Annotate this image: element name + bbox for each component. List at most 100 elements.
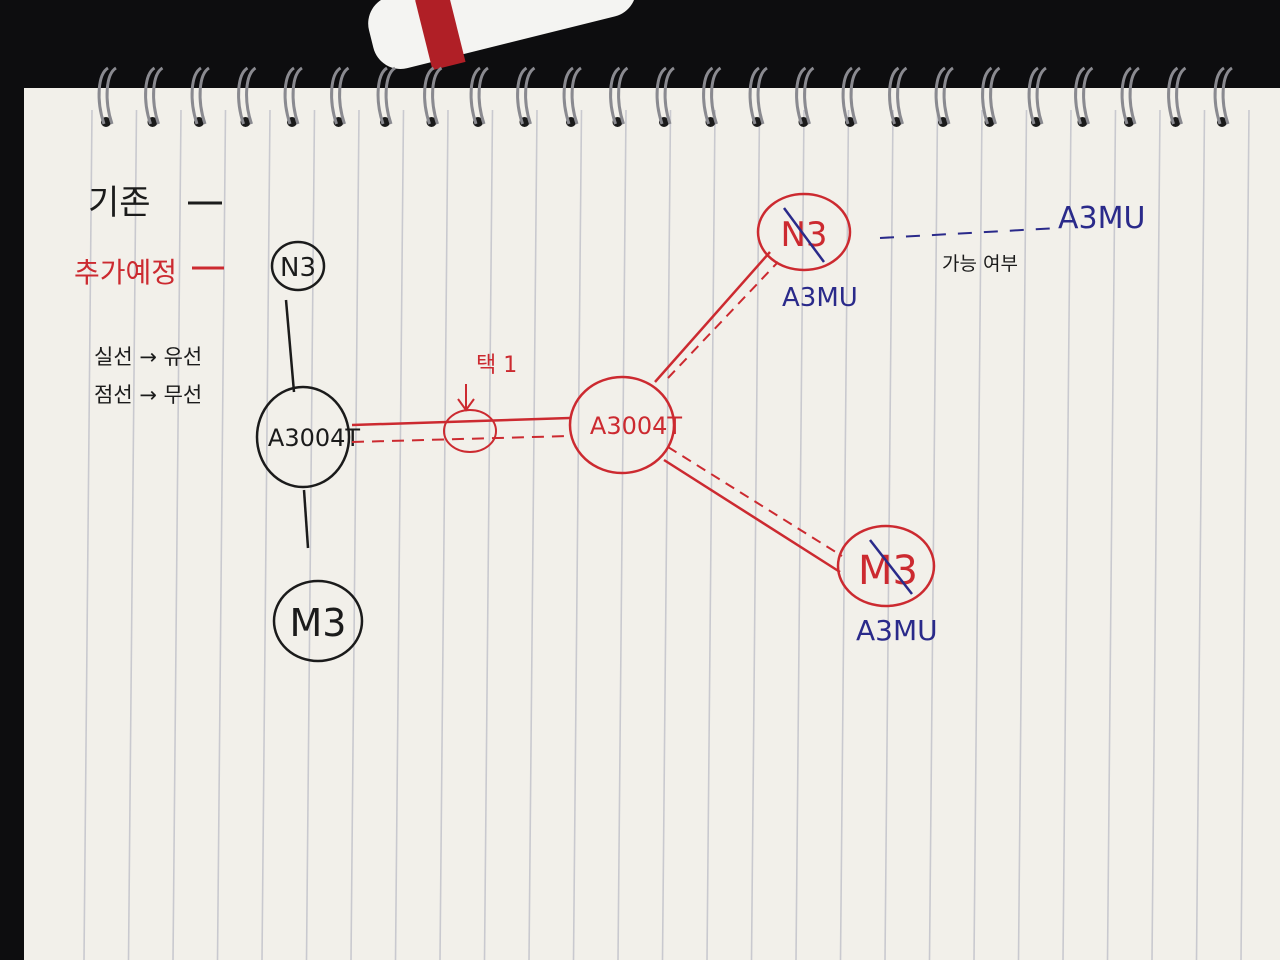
lower-m3-cross (869, 539, 913, 595)
spiral-ring (841, 66, 853, 125)
rule-line (661, 109, 672, 960)
rule-line (1017, 109, 1028, 960)
node-existing-a3004t-label: A3004T (268, 424, 360, 452)
spiral-ring (1074, 66, 1086, 125)
rule-line (394, 109, 405, 960)
rule-line (439, 109, 449, 960)
spiral-ring (198, 66, 210, 125)
spiral-ring (330, 66, 342, 125)
spiral-ring (1120, 66, 1132, 125)
spiral-ring (1175, 66, 1187, 125)
spiral-ring (376, 66, 388, 125)
node-upper-n3 (756, 192, 852, 272)
link-wireless-upper (667, 261, 779, 379)
spiral-ring (655, 66, 667, 125)
rule-line (261, 109, 271, 960)
planned-network: 택 1 A3004T N3 M3 (351, 192, 936, 608)
node-bottom-m3 (272, 579, 364, 663)
node-lower-m3 (836, 524, 936, 608)
rule-line (1106, 109, 1117, 960)
spiral-ring (245, 66, 257, 125)
spiral-ring (152, 66, 164, 125)
rule-line (483, 109, 494, 960)
rule-line (617, 109, 627, 960)
spiral-ring (609, 66, 621, 125)
spiral-ring (803, 66, 815, 125)
rule-line (1062, 109, 1072, 960)
spiral-ring (1221, 66, 1233, 125)
spiral-ring (190, 66, 202, 125)
node-new-a3004t-label: A3004T (590, 412, 682, 440)
rule-line (1195, 109, 1206, 960)
spiral-ring (469, 66, 481, 125)
rule-line (216, 109, 227, 960)
rule-line (127, 109, 138, 960)
junction-circle (443, 409, 497, 453)
node-new-a3004t (568, 375, 676, 475)
link-wired-lower (663, 458, 841, 574)
spiral-ring (283, 66, 295, 125)
spiral-ring (1035, 66, 1047, 125)
link-wired-a3004t-a3004t (351, 416, 571, 427)
rule-line (350, 109, 360, 960)
rule-line (1151, 109, 1161, 960)
rule-line (528, 109, 538, 960)
spiral-ring (97, 66, 109, 125)
spiral-ring (477, 66, 489, 125)
feasibility-note: 가능 여부 (942, 253, 1018, 275)
rule-line (1240, 109, 1250, 960)
legend-existing-label: 기존 (88, 183, 151, 223)
spiral-ring (981, 66, 993, 125)
legend: 기존 추가예정 실선 → 유선 점선 → 무선 (74, 183, 224, 407)
spiral-ring (291, 66, 303, 125)
rule-line (83, 109, 93, 960)
spiral-ring (1082, 66, 1094, 125)
spiral-ring (1128, 66, 1140, 125)
lower-a3mu-label: A3MU (856, 614, 938, 647)
rule-line (884, 109, 894, 960)
rule-line (572, 109, 583, 960)
spiral-ring (663, 66, 675, 125)
spiral-ring (989, 66, 1001, 125)
spiral-ring (617, 66, 629, 125)
spiral-ring (423, 66, 435, 125)
spiral-ring (144, 66, 156, 125)
rule-line (750, 109, 761, 960)
upper-a3mu-label: A3MU (782, 283, 858, 313)
blue-annotations: A3MU A3MU A3MU 가능 여부 (782, 201, 1145, 647)
link-wired-upper (654, 251, 771, 383)
link-a3004t-m3 (302, 489, 310, 549)
wireless-dash-a3mu (879, 227, 1059, 239)
spiral-ring (384, 66, 396, 125)
rule-line (795, 109, 805, 960)
spiral-ring (849, 66, 861, 125)
spiral-ring (710, 66, 722, 125)
link-n3-a3004t (284, 299, 296, 393)
node-top-n3-label: N3 (280, 253, 316, 283)
spiral-ring (795, 66, 807, 125)
upper-n3-cross (782, 207, 826, 263)
spiral-ring (524, 66, 536, 125)
link-wireless-a3004t-a3004t (351, 435, 571, 443)
junction-label: 택 1 (476, 353, 517, 378)
rule-line (172, 109, 182, 960)
spiral-ring (942, 66, 954, 125)
spiral-ring (1213, 66, 1225, 125)
legend-planned-label: 추가예정 (74, 256, 177, 289)
rule-line (973, 109, 983, 960)
spiral-ring (888, 66, 900, 125)
junction-arrowhead (457, 398, 475, 412)
spiral-ring (934, 66, 946, 125)
node-bottom-m3-label: M3 (290, 601, 347, 645)
pen (368, 0, 637, 71)
legend-note-line2: 점선 → 무선 (94, 383, 202, 407)
legend-note-line1: 실선 → 유선 (94, 345, 202, 369)
paper (24, 88, 1280, 960)
rule-line (706, 109, 716, 960)
node-top-n3 (270, 240, 326, 292)
spiral-ring (702, 66, 714, 125)
node-existing-a3004t (255, 385, 351, 489)
upper-right-a3mu-label: A3MU (1058, 201, 1145, 236)
rule-line (305, 109, 316, 960)
